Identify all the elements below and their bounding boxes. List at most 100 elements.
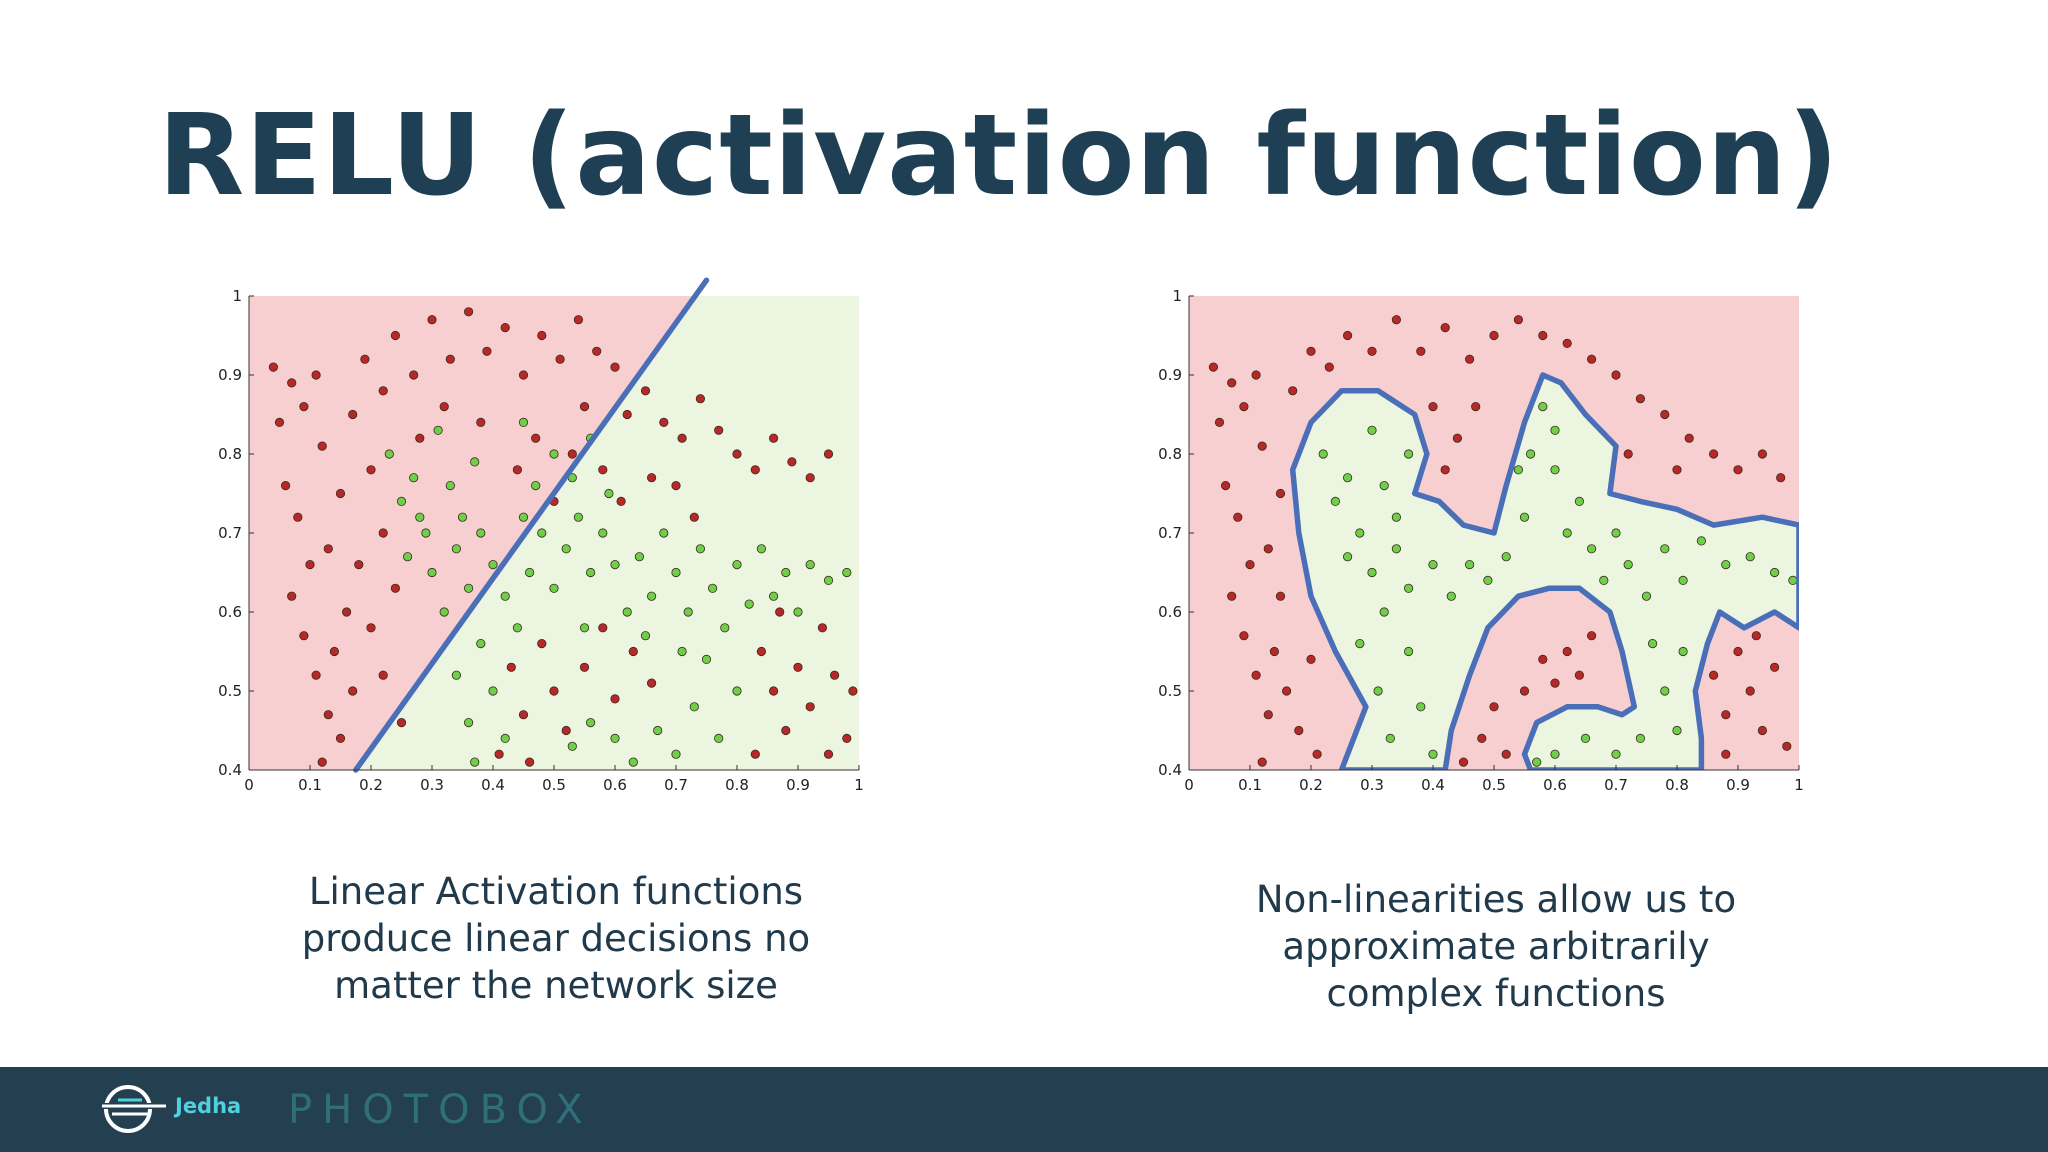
x-tick-label: 0.6 — [1543, 776, 1567, 794]
data-point-red — [787, 457, 797, 467]
data-point-red — [390, 330, 400, 341]
data-point-green — [1355, 638, 1365, 649]
data-point-green — [634, 552, 644, 562]
decision-boundary-line — [353, 277, 710, 773]
x-tick-label: 0.3 — [1360, 776, 1384, 794]
data-point-red — [646, 678, 657, 688]
data-point-red — [1721, 710, 1731, 720]
data-point-red — [1751, 631, 1761, 641]
data-point-green — [1678, 646, 1688, 657]
data-point-green — [1538, 402, 1548, 412]
photobox-logo: PHOTOBOX — [288, 1087, 593, 1133]
jedha-label: Jedha — [175, 1094, 242, 1118]
data-point-red — [1288, 386, 1298, 396]
jedha-logo-icon — [98, 1085, 170, 1133]
plot-area — [268, 296, 859, 770]
data-point-red — [1721, 749, 1731, 759]
data-point-green — [1611, 749, 1621, 759]
data-point-red — [1275, 591, 1286, 601]
data-point-green — [659, 528, 669, 538]
data-point-green — [1318, 449, 1328, 459]
data-point-red — [281, 481, 291, 491]
data-point-green — [1532, 757, 1542, 767]
data-point-red — [659, 417, 669, 427]
data-point-red — [1306, 654, 1316, 664]
data-point-green — [1501, 552, 1511, 562]
data-point-red — [1275, 488, 1286, 499]
data-point-red — [1257, 757, 1267, 767]
data-point-red — [274, 417, 285, 427]
y-tick-label: 1 — [232, 287, 242, 305]
data-point-red — [1282, 686, 1292, 696]
data-point-green — [549, 449, 559, 459]
data-point-red — [494, 749, 504, 759]
data-point-red — [317, 441, 327, 451]
data-point-red — [348, 686, 358, 696]
data-point-red — [360, 354, 370, 364]
y-tick-label: 0.8 — [1158, 445, 1182, 463]
data-point-red — [366, 623, 376, 633]
data-point-red — [518, 710, 529, 720]
data-point-green — [805, 559, 815, 570]
data-point-red — [646, 473, 657, 483]
nonlinear-caption-line: approximate arbitrarily — [1282, 925, 1710, 968]
x-tick-label: 0.1 — [298, 776, 322, 794]
data-point-green — [524, 567, 535, 578]
x-tick-label: 0.5 — [542, 776, 566, 794]
data-point-green — [518, 417, 529, 427]
data-point-green — [823, 575, 834, 585]
data-point-red — [616, 496, 626, 506]
data-point-red — [1263, 710, 1273, 720]
data-point-red — [409, 370, 419, 380]
y-tick-label: 0.6 — [218, 603, 242, 621]
x-tick-label: 0.8 — [725, 776, 749, 794]
data-point-red — [537, 638, 547, 649]
data-point-green — [537, 528, 547, 538]
data-point-red — [793, 662, 803, 672]
data-point-red — [531, 433, 541, 443]
data-point-green — [1483, 575, 1493, 585]
data-point-red — [1550, 678, 1560, 688]
data-point-green — [1635, 733, 1645, 743]
data-point-green — [512, 623, 522, 633]
nonlinear-caption: Non-linearities allow us to approximate … — [1176, 876, 1816, 1017]
data-point-green — [488, 559, 498, 570]
data-point-red — [775, 607, 785, 617]
data-point-red — [1269, 646, 1279, 657]
data-point-red — [415, 433, 425, 443]
data-point-green — [1391, 512, 1401, 522]
data-point-red — [1660, 409, 1670, 420]
data-point-green — [573, 512, 583, 522]
data-point-red — [1214, 417, 1225, 427]
data-point-green — [768, 591, 779, 601]
data-point-red — [348, 409, 358, 420]
data-point-red — [1428, 402, 1438, 412]
data-point-red — [756, 646, 767, 657]
y-tick-label: 0.9 — [1158, 366, 1182, 384]
data-point-red — [1635, 394, 1645, 404]
data-point-red — [1708, 449, 1719, 459]
data-point-green — [518, 512, 529, 522]
data-point-red — [1367, 346, 1377, 356]
data-point-green — [1788, 575, 1798, 585]
data-point-red — [1221, 481, 1231, 491]
data-point-green — [628, 757, 638, 767]
data-point-red — [476, 417, 486, 427]
x-tick-label: 0.2 — [359, 776, 383, 794]
data-point-red — [1562, 646, 1572, 657]
x-tick-label: 0.4 — [1421, 776, 1445, 794]
data-point-green — [646, 591, 657, 601]
data-point-red — [805, 473, 815, 483]
data-point-green — [384, 449, 394, 459]
data-point-green — [1580, 733, 1591, 743]
data-point-red — [579, 402, 590, 412]
data-point-red — [750, 749, 760, 759]
data-point-green — [671, 567, 681, 578]
data-point-red — [1257, 441, 1267, 451]
data-point-red — [506, 662, 516, 672]
data-point-red — [768, 433, 779, 443]
y-tick-label: 0.5 — [1158, 682, 1182, 700]
